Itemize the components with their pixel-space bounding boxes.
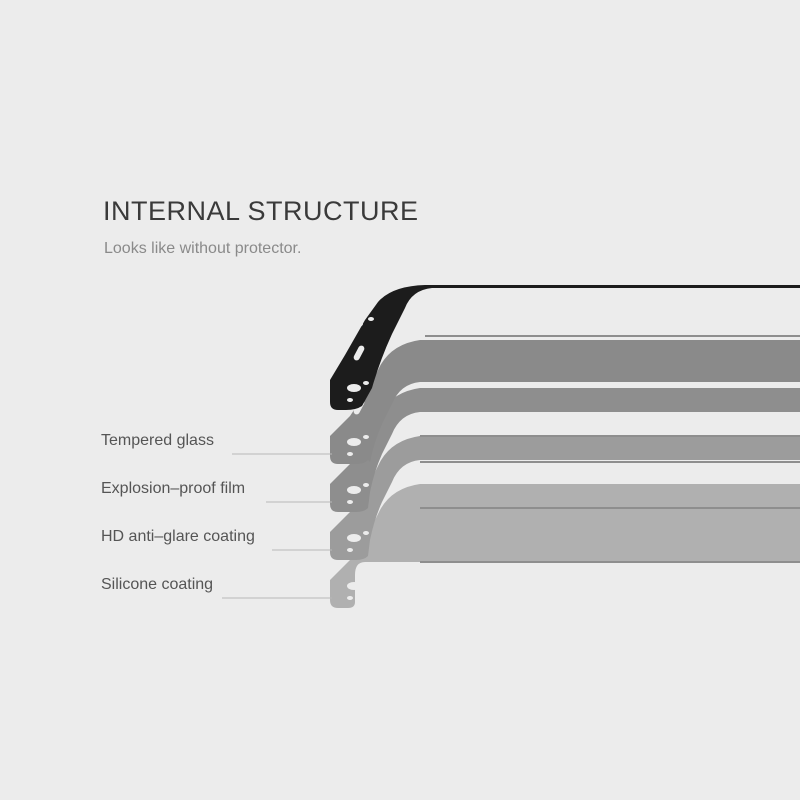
layer-tempered-glass bbox=[330, 340, 800, 464]
label-hd-anti-glare-coating: HD anti–glare coating bbox=[101, 528, 255, 545]
label-silicone-coating: Silicone coating bbox=[101, 576, 214, 593]
layer-edge-lines bbox=[420, 335, 800, 563]
layer-hd-anti-glare-coating bbox=[330, 436, 800, 560]
layer-explosion-proof-film bbox=[330, 388, 800, 512]
layer-silicone-coating bbox=[330, 484, 800, 608]
label-tempered-glass: Tempered glass bbox=[101, 432, 214, 449]
diagram-title: INTERNAL STRUCTURE bbox=[103, 196, 419, 226]
leader-lines bbox=[222, 453, 332, 599]
diagram-subtitle: Looks like without protector. bbox=[104, 240, 302, 257]
label-explosion-proof-film: Explosion–proof film bbox=[101, 480, 246, 497]
